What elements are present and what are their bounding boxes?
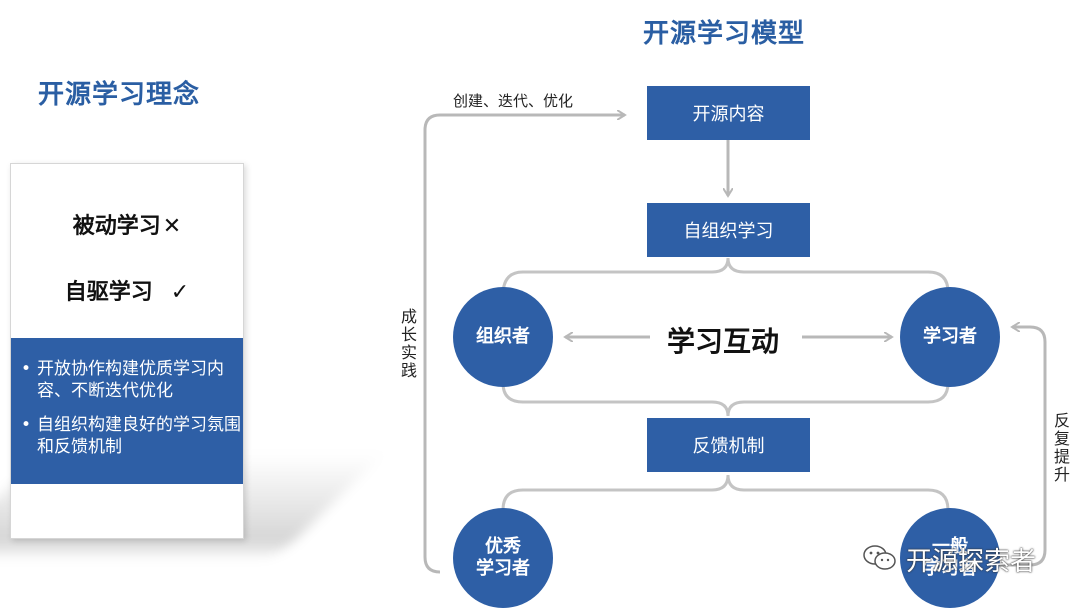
check-icon: ✓	[170, 280, 190, 305]
concept-card: 被动学习✕ 自驱学习 ✓ • 开放协作构建优质学习内容、不断迭代优化 • 自组织构…	[10, 163, 244, 539]
passive-row: 被动学习✕	[11, 208, 243, 240]
active-row: 自驱学习 ✓	[11, 274, 243, 306]
cross-icon: ✕	[162, 214, 182, 239]
bullet-dot-icon: •	[21, 359, 32, 379]
left-title: 开源学习理念	[38, 80, 201, 110]
growth-loop-line	[423, 115, 625, 574]
organizer-circle: 组织者	[453, 287, 553, 387]
top-brace	[501, 257, 950, 296]
principles-box: • 开放协作构建优质学习内容、不断迭代优化 • 自组织构建良好的学习氛围和反馈机…	[11, 338, 243, 484]
open-content-box: 开源内容	[647, 86, 810, 140]
bullet-dot-icon: •	[21, 415, 32, 435]
feedback-box: 反馈机制	[647, 418, 810, 472]
improve-loop-line	[975, 327, 1047, 567]
feedback-brace-left	[501, 474, 730, 511]
right-title: 开源学习模型	[643, 19, 806, 49]
bullet-text: 开放协作构建优质学习内容、不断迭代优化	[37, 359, 224, 401]
passive-label: 被动学习	[72, 214, 161, 239]
watermark-text: 开源探索者	[906, 547, 1037, 577]
learning-interaction-label: 学习互动	[667, 325, 780, 358]
bullet-text: 自组织构建良好的学习氛围和反馈机制	[37, 415, 241, 457]
repeat-improve-label: 反复提升	[1051, 412, 1070, 484]
bullet-item: • 自组织构建良好的学习氛围和反馈机制	[19, 414, 241, 458]
feedback-brace-right	[726, 474, 950, 511]
bullet-item: • 开放协作构建优质学习内容、不断迭代优化	[19, 358, 241, 402]
create-iterate-label: 创建、迭代、优化	[453, 92, 574, 110]
wechat-icon	[862, 543, 898, 573]
self-org-box: 自组织学习	[647, 203, 810, 257]
learner-circle: 学习者	[900, 287, 1000, 387]
active-label: 自驱学习	[64, 280, 153, 305]
general-learner-circle: 一般 学习者	[900, 508, 1000, 608]
growth-practice-label: 成长实践	[398, 308, 417, 380]
excellent-learner-circle: 优秀 学习者	[453, 508, 553, 608]
middle-brace	[501, 382, 950, 417]
